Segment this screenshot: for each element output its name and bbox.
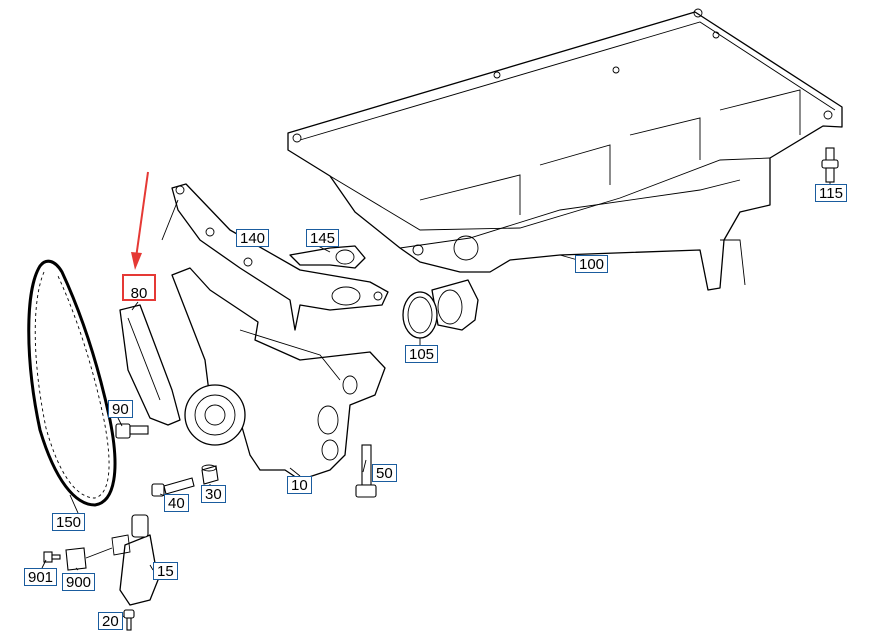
part-label-901[interactable]: 901 xyxy=(24,568,58,586)
part-label-105[interactable]: 105 xyxy=(405,345,439,363)
highlight-arrow xyxy=(131,171,149,270)
part-label-80[interactable]: 80 xyxy=(122,274,156,302)
bolt-part-40[interactable] xyxy=(151,477,195,497)
bushing-part-30[interactable] xyxy=(201,464,219,485)
part-label-50[interactable]: 50 xyxy=(372,464,397,482)
o-ring-part-105[interactable] xyxy=(402,291,438,339)
connector-part-900[interactable] xyxy=(65,547,113,571)
screw-part-901[interactable] xyxy=(43,551,61,563)
bolt-part-115[interactable] xyxy=(821,147,839,183)
screw-part-20[interactable] xyxy=(123,609,135,631)
bolt-part-90[interactable] xyxy=(115,423,149,439)
gasket-part-145[interactable] xyxy=(289,245,366,269)
chain-guide-part-80[interactable] xyxy=(119,304,181,426)
part-label-100[interactable]: 100 xyxy=(575,255,609,273)
part-label-40[interactable]: 40 xyxy=(164,494,189,512)
part-label-115[interactable]: 115 xyxy=(815,184,847,202)
part-label-150[interactable]: 150 xyxy=(52,513,86,531)
part-label-10[interactable]: 10 xyxy=(287,476,312,494)
part-label-20[interactable]: 20 xyxy=(98,612,123,630)
oil-pump-part-10[interactable] xyxy=(171,267,386,481)
part-label-90[interactable]: 90 xyxy=(108,400,133,418)
part-label-15[interactable]: 15 xyxy=(153,562,178,580)
solenoid-valve-part-15[interactable] xyxy=(111,514,159,606)
part-label-145[interactable]: 145 xyxy=(306,229,340,247)
part-label-900[interactable]: 900 xyxy=(62,573,96,591)
bolt-part-50[interactable] xyxy=(355,444,377,498)
part-label-140[interactable]: 140 xyxy=(236,229,270,247)
timing-chain-part-150[interactable] xyxy=(27,259,117,507)
part-label-30[interactable]: 30 xyxy=(201,485,226,503)
oil-pan-part-100[interactable] xyxy=(287,8,843,331)
